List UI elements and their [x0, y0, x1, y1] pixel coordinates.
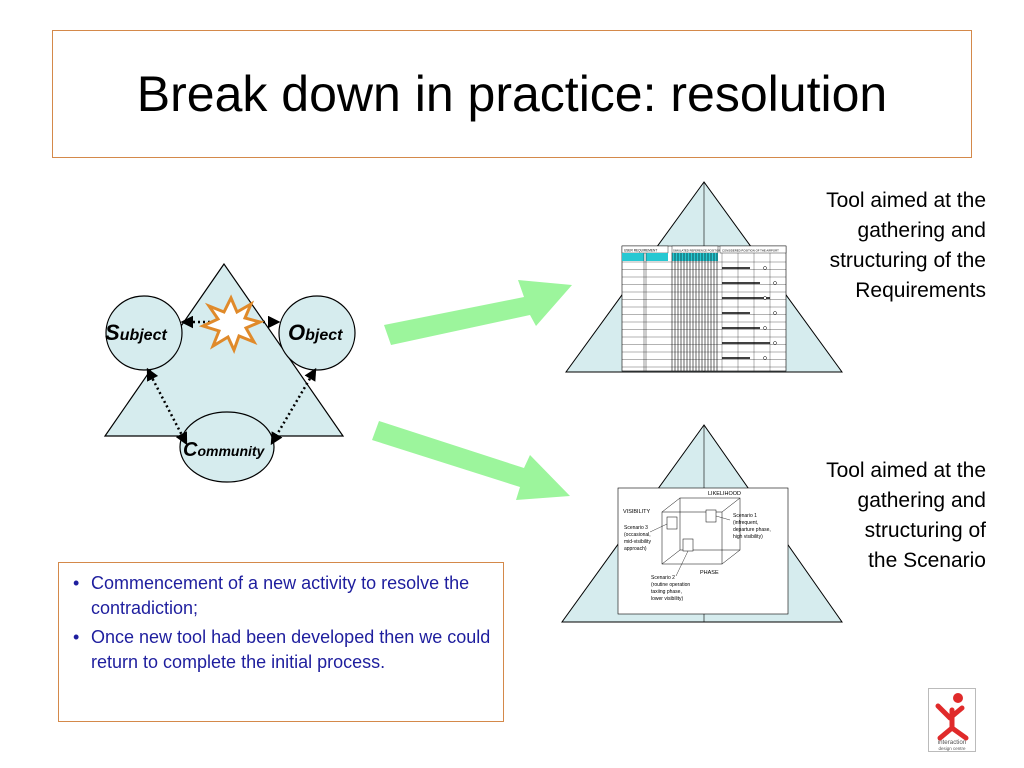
scenario-diagram [617, 487, 789, 615]
scenario-pointers [649, 515, 731, 577]
svg-text:SIMULATED REFERENCE POSITION: SIMULATED REFERENCE POSITION [673, 249, 721, 253]
community-node [179, 411, 275, 483]
object-community-arrow [270, 367, 317, 446]
subject-community-arrow [146, 367, 188, 446]
svg-text:USER REQUIREMENT: USER REQUIREMENT [624, 249, 657, 253]
page-title: Break down in practice: resolution [136, 66, 888, 122]
object-node [278, 295, 356, 371]
requirements-caption: Tool aimed at the gathering and structur… [826, 189, 986, 302]
lower-green-arrow [372, 421, 570, 500]
svg-text:CONSIDERED POSITION OF THE AIR: CONSIDERED POSITION OF THE AIRPORT [722, 249, 779, 253]
subject-node [105, 295, 183, 371]
title-box: Break down in practice: resolution [52, 30, 972, 158]
requirements-table [621, 245, 787, 372]
svg-text:design centre: design centre [938, 746, 966, 751]
likelihood-label: LIKELIHOOD [708, 491, 741, 497]
visibility-label: VISIBILITY [623, 509, 651, 515]
contradiction-burst-icon [198, 294, 265, 354]
requirements-pyramid: USER REQUIREMENT SIMULATED REFERENCE POS… [565, 181, 843, 373]
activity-triangle: Subject Object Community [103, 262, 356, 483]
scenario2-label: Scenario 2 (routine operation taxiing ph… [651, 575, 692, 602]
requirements-grid [622, 253, 786, 371]
scenario-pyramid: LIKELIHOOD VISIBILITY PHASE Scenario 1 (… [561, 424, 843, 623]
bullet-item: •Once new tool had been developed then w… [73, 627, 491, 672]
scenario-caption: Tool aimed at the gathering and structur… [826, 459, 986, 572]
community-label: Community [183, 439, 266, 461]
upper-green-arrow [384, 280, 572, 345]
bullet-box: •Commencement of a new activity to resol… [58, 562, 504, 722]
interaction-design-centre-logo: interaction design centre [928, 688, 976, 752]
bullet-item: •Commencement of a new activity to resol… [73, 573, 470, 618]
scenario3-label: Scenario 3 (occasional, mid-visibility a… [624, 525, 652, 552]
object-label: Object [288, 320, 343, 345]
subject-label: Subject [105, 320, 167, 345]
scenario1-label: Scenario 1 (infrequent, departure phase,… [733, 513, 772, 540]
bullet-list: •Commencement of a new activity to resol… [71, 571, 493, 675]
svg-text:interaction: interaction [938, 739, 967, 746]
phase-label: PHASE [700, 570, 719, 576]
